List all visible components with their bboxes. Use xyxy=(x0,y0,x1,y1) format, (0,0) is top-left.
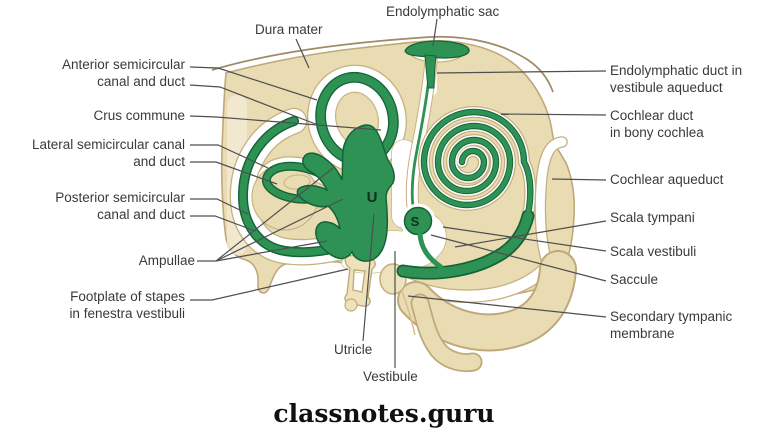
label-utricle: Utricle xyxy=(334,342,373,357)
leader-utricle xyxy=(362,213,375,342)
membranous-labyrinth xyxy=(237,40,535,280)
label-vestibule: Vestibule xyxy=(363,369,418,384)
label-lateral-semicircular: Lateral semicircular canal and duct xyxy=(31,137,185,169)
posterior-semicircular-duct xyxy=(239,117,341,256)
label-crus-commune: Crus commune xyxy=(93,108,185,123)
label-ampullae: Ampullae xyxy=(138,253,195,268)
dura-mater-line xyxy=(211,35,554,93)
label-endolymphatic-sac: Endolymphatic sac xyxy=(386,4,500,19)
leader-endolymphatic-duct xyxy=(436,70,607,74)
leader-crus-commune xyxy=(189,115,382,131)
label-endolymphatic-duct: Endolymphatic duct in vestibule aqueduct xyxy=(610,63,743,95)
leader-footplate xyxy=(190,268,349,301)
label-posterior-semicircular: Posterior semicircular canal and duct xyxy=(55,190,185,222)
leader-posterior-duct xyxy=(190,215,256,232)
secondary-tympanic-membrane-line xyxy=(401,290,416,336)
utricle-letter: U xyxy=(367,189,378,206)
leader-anterior-canal xyxy=(189,66,318,101)
label-cochlear-aqueduct: Cochlear aqueduct xyxy=(610,172,724,187)
label-saccule: Saccule xyxy=(610,272,659,287)
leader-scala-vestibuli xyxy=(442,226,607,252)
watermark-text: classnotes.guru xyxy=(273,399,495,428)
leader-cochlear-duct xyxy=(500,113,607,116)
stapes xyxy=(344,254,376,312)
label-dura-mater: Dura mater xyxy=(255,22,323,37)
leader-lateral-duct xyxy=(190,161,278,185)
label-footplate-stapes: Footplate of stapes in fenestra vestibul… xyxy=(69,289,185,321)
leader-ampullae-3 xyxy=(215,240,328,262)
label-anterior-semicircular: Anterior semicircular canal and duct xyxy=(61,57,185,89)
label-secondary-tympanic-membrane: Secondary tympanic membrane xyxy=(610,309,733,341)
saccule-letter: S xyxy=(411,214,420,229)
utricle-mass xyxy=(296,124,395,262)
leader-scala-tympani xyxy=(454,220,607,248)
leader-cochlear-aqueduct xyxy=(551,178,607,181)
leader-saccule xyxy=(430,234,607,282)
leader-posterior-canal xyxy=(190,198,249,215)
label-cochlear-duct: Cochlear duct in bony cochlea xyxy=(610,108,704,140)
leader-lateral-canal xyxy=(190,144,269,169)
label-scala-tympani: Scala tympani xyxy=(610,210,695,225)
leader-secondary-tympanic xyxy=(407,295,607,318)
bone-swoosh xyxy=(397,250,577,373)
leader-lines xyxy=(189,18,607,368)
endolymphatic-sac xyxy=(404,40,470,59)
label-scala-vestibuli: Scala vestibuli xyxy=(610,244,697,259)
leader-dura-mater xyxy=(295,38,310,69)
leader-ampullae-2 xyxy=(215,198,344,262)
leader-anterior-duct xyxy=(189,84,319,126)
leader-endolymphatic-sac xyxy=(432,18,438,47)
